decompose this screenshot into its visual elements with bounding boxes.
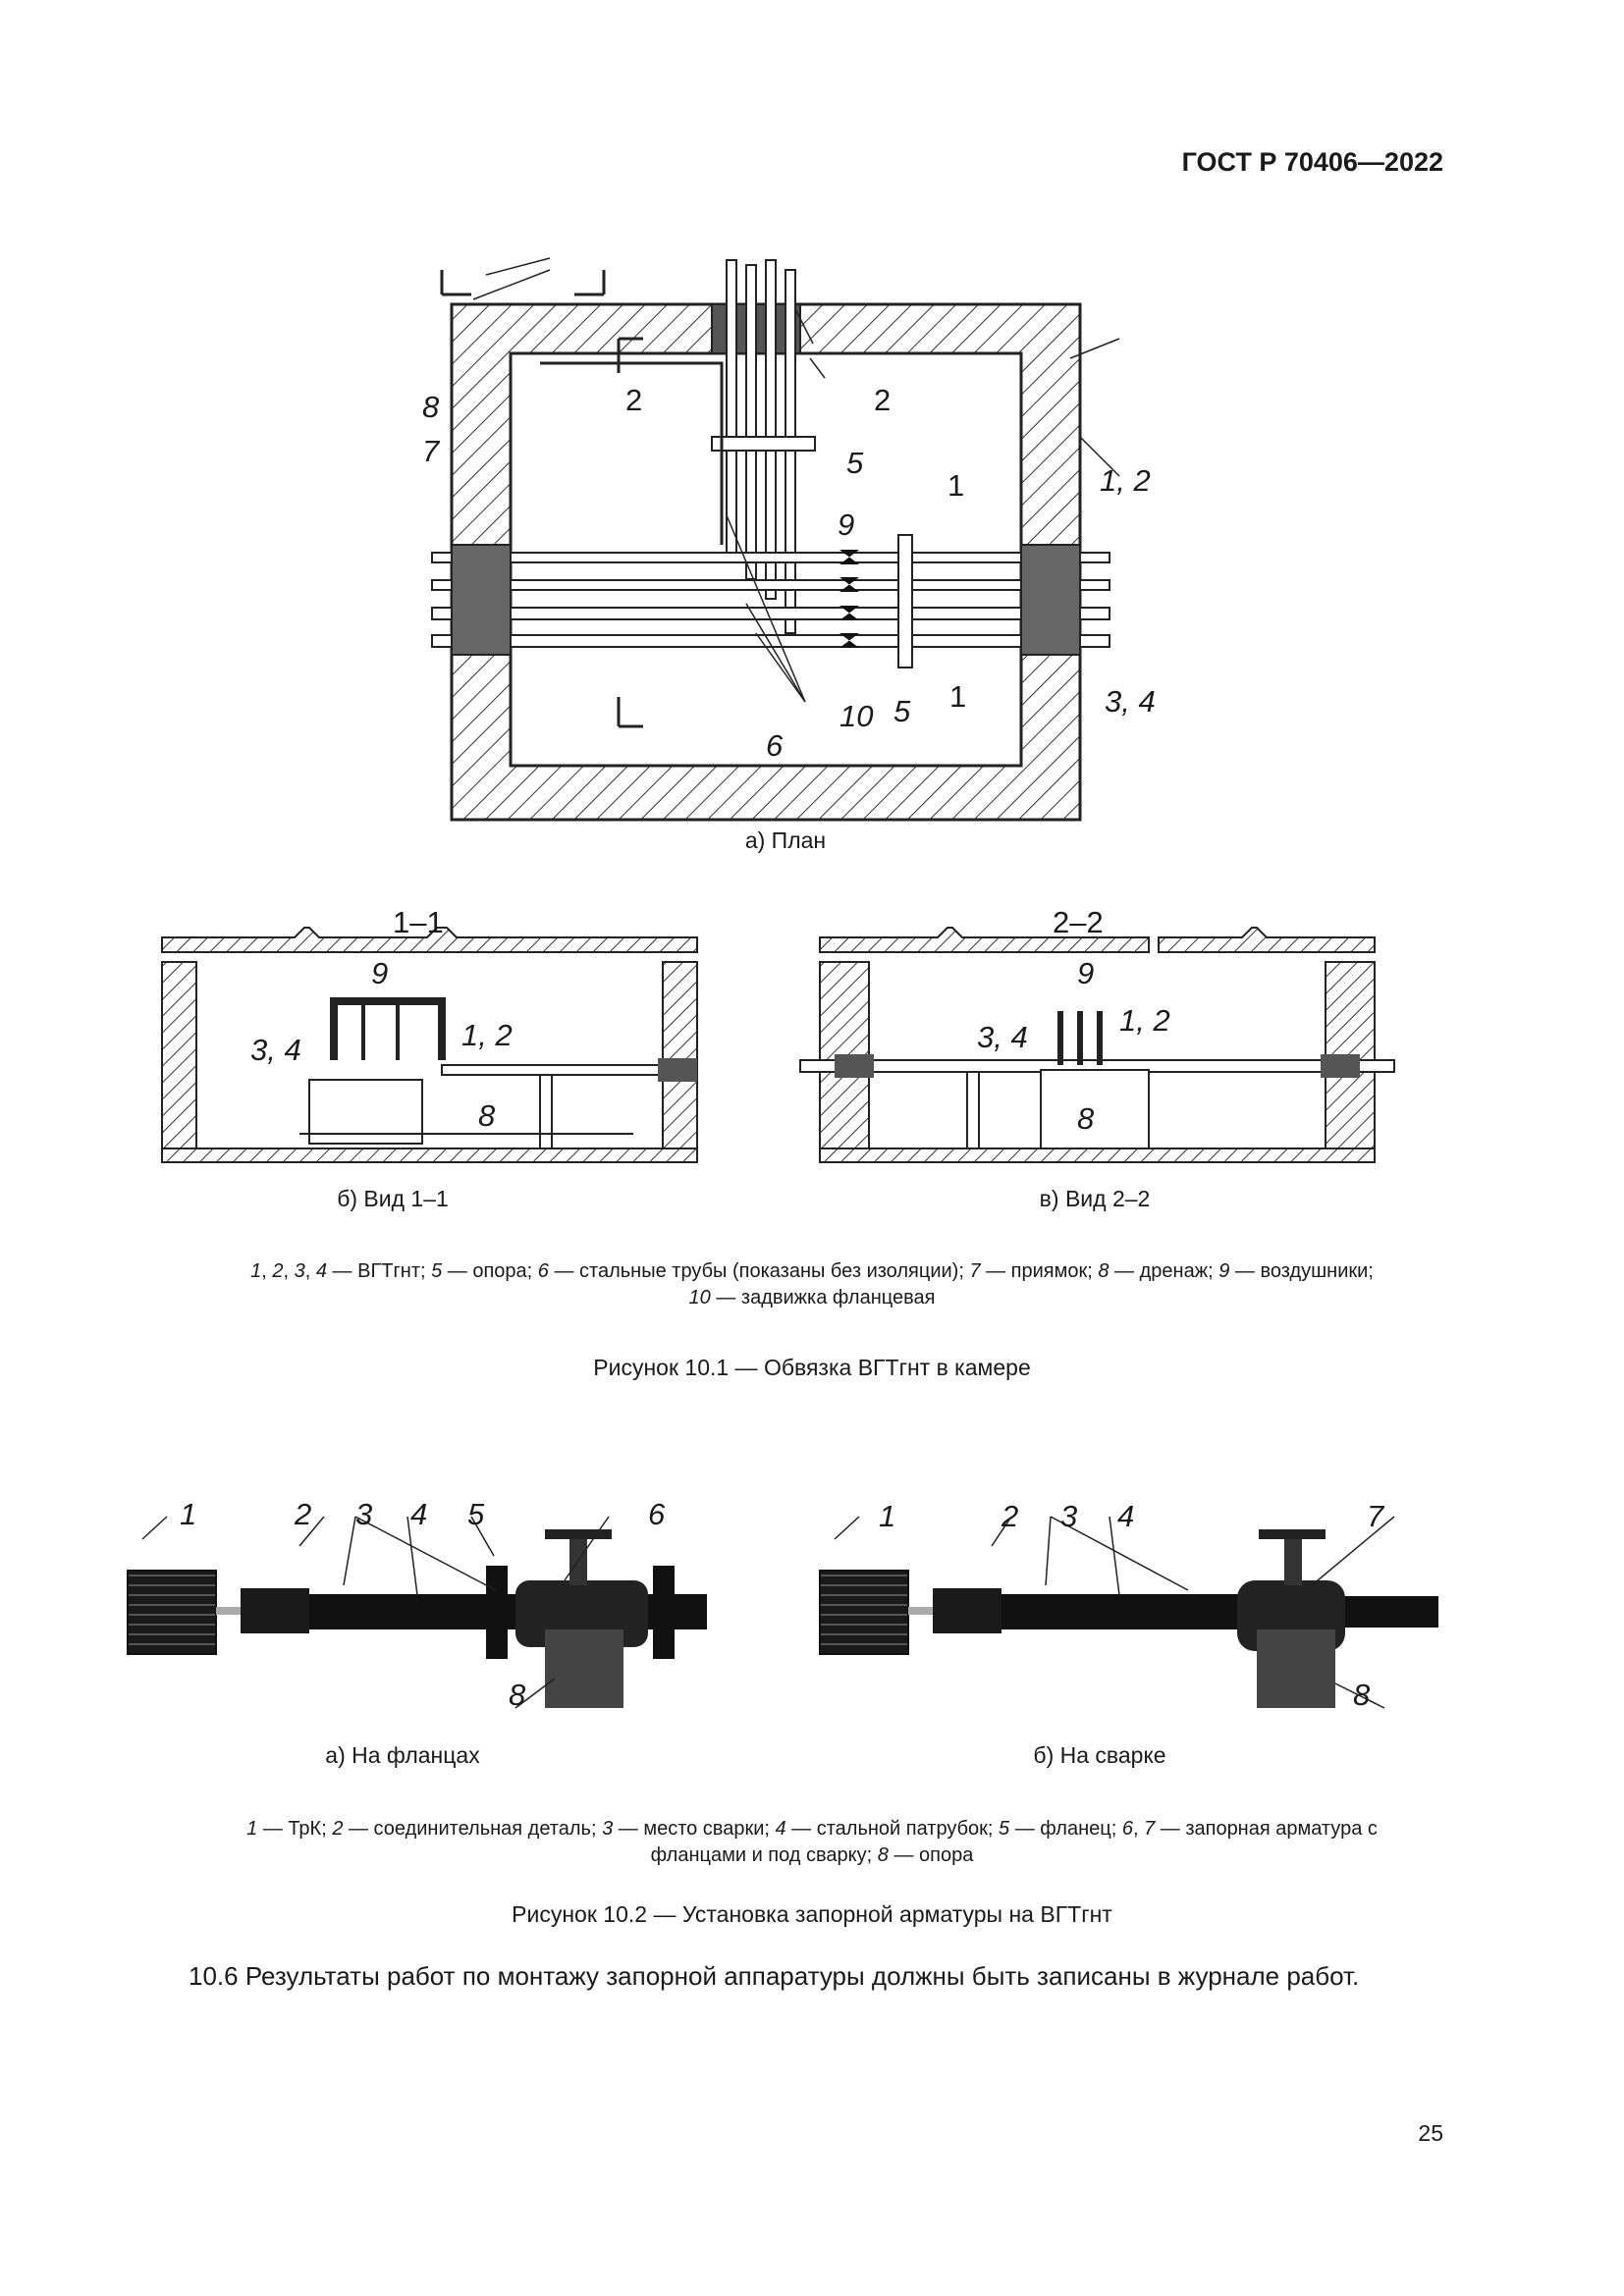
fig2b-label-7: 7 [1367, 1499, 1385, 1533]
plan-cut-1b: 1 [949, 679, 966, 714]
section-1-1-title: 1–1 [393, 905, 444, 939]
figure1-legend-line2: 10 — задвижка фланцевая [688, 1287, 936, 1308]
valve-welded-drawing [819, 1516, 1438, 1709]
left-wall-entry [451, 544, 512, 656]
left-entry [835, 1054, 874, 1078]
fig2b-label-4: 4 [1117, 1499, 1134, 1533]
figure1-title: Рисунок 10.1 — Обвязка ВГТгнт в камере [593, 1355, 1031, 1380]
support [966, 1071, 980, 1149]
paragraph-10-6: 10.6 Результаты работ по монтажу запорно… [189, 1961, 1360, 1991]
fig2b-label-2: 2 [1001, 1499, 1018, 1533]
page-number: 25 [1418, 2120, 1443, 2146]
fig2b-label-3: 3 [1060, 1499, 1077, 1533]
handwheel [545, 1529, 612, 1539]
figure2-legend: 1 — ТрК; 2 — соединительная деталь; 3 — … [118, 1816, 1506, 1869]
figure2-legend-line2: фланцами и под сварку; 8 — опора [650, 1844, 974, 1866]
plan-label-8: 8 [422, 390, 440, 424]
plan-label-10: 10 [839, 699, 873, 733]
figure1-legend: 1, 2, 3, 4 — ВГТгнт; 5 — опора; 6 — стал… [118, 1258, 1506, 1311]
fig2a-caption: а) На фланцах [325, 1742, 480, 1768]
valve-flanged-drawing [127, 1516, 707, 1709]
section-1-1-label-9: 9 [371, 956, 388, 990]
section-2-2-label-8: 8 [1077, 1101, 1095, 1136]
figure2-legend-line1: 1 — ТрК; 2 — соединительная деталь; 3 — … [246, 1818, 1378, 1840]
support-frame [1040, 1069, 1150, 1149]
section-2-2-drawing [799, 927, 1395, 1163]
fig2a-label-4: 4 [410, 1497, 427, 1531]
fig2a-label-2: 2 [294, 1497, 311, 1531]
plan-label-9: 9 [838, 507, 854, 542]
fig2b-label-8: 8 [1353, 1678, 1371, 1712]
right-entry [1321, 1054, 1360, 1078]
slab-top [819, 927, 1376, 953]
section-1-1-drawing [161, 927, 698, 1163]
corrugated-pipe [127, 1570, 217, 1655]
plan-label-5b: 5 [893, 694, 911, 728]
connector [933, 1588, 1001, 1633]
flange-right [653, 1566, 675, 1659]
steel-pipe [1001, 1594, 1276, 1629]
plan-caption: а) План [744, 828, 827, 853]
support-8 [545, 1629, 623, 1708]
slab-top [161, 927, 698, 953]
drain-line [540, 361, 724, 545]
support-5-right [897, 534, 913, 668]
plan-cut-2a: 2 [625, 383, 642, 417]
document-code: ГОСТ Р 70406—2022 [1181, 147, 1443, 177]
handwheel [1259, 1529, 1326, 1539]
right-entry [658, 1058, 697, 1082]
section-1-1-label-8: 8 [478, 1098, 496, 1133]
right-wall-entry [1020, 544, 1081, 656]
section-2-2-label-34: 3, 4 [977, 1020, 1028, 1054]
figure2-title: Рисунок 10.2 — Установка запорной армату… [512, 1901, 1112, 1927]
fig2b-label-1: 1 [879, 1499, 895, 1533]
plan-label-34: 3, 4 [1105, 684, 1156, 719]
corrugated-pipe [819, 1570, 909, 1655]
plan-cut-2b: 2 [874, 383, 891, 417]
fig2a-label-1: 1 [180, 1497, 196, 1531]
gate-valves [839, 550, 859, 648]
plan-label-12: 1, 2 [1100, 463, 1151, 498]
section-2-2-label-12: 1, 2 [1119, 1003, 1170, 1038]
plan-drawing [431, 257, 1120, 822]
fig2a-label-3: 3 [355, 1497, 372, 1531]
section-2-2-title: 2–2 [1053, 905, 1104, 939]
fig2a-label-8: 8 [509, 1678, 526, 1712]
section-1-1-label-12: 1, 2 [461, 1018, 513, 1052]
flange-left [486, 1566, 508, 1659]
plan-label-5a: 5 [846, 446, 864, 480]
section-2-2-label-9: 9 [1077, 956, 1094, 990]
section-1-1-label-34: 3, 4 [250, 1033, 301, 1067]
fig2a-label-6: 6 [648, 1497, 666, 1531]
left-wall [161, 961, 197, 1149]
fig2b-caption: б) На сварке [1033, 1742, 1166, 1768]
vent-manifold [330, 997, 446, 1060]
floor [161, 1148, 698, 1163]
figure1-legend-line1: 1, 2, 3, 4 — ВГТгнт; 5 — опора; 6 — стал… [250, 1260, 1374, 1282]
support-5-top [711, 436, 816, 452]
section-2-2-caption: в) Вид 2–2 [1039, 1186, 1151, 1211]
plan-label-7: 7 [422, 434, 441, 468]
connector [241, 1588, 309, 1633]
support-8 [1257, 1629, 1335, 1708]
plan-cut-1a: 1 [947, 468, 964, 503]
support [539, 1074, 553, 1149]
valve-stem [1284, 1536, 1302, 1585]
horizontal-pipes [431, 552, 1110, 648]
fig2a-label-5: 5 [467, 1497, 485, 1531]
section-1-1-caption: б) Вид 1–1 [337, 1186, 449, 1211]
plan-label-6: 6 [766, 728, 784, 763]
